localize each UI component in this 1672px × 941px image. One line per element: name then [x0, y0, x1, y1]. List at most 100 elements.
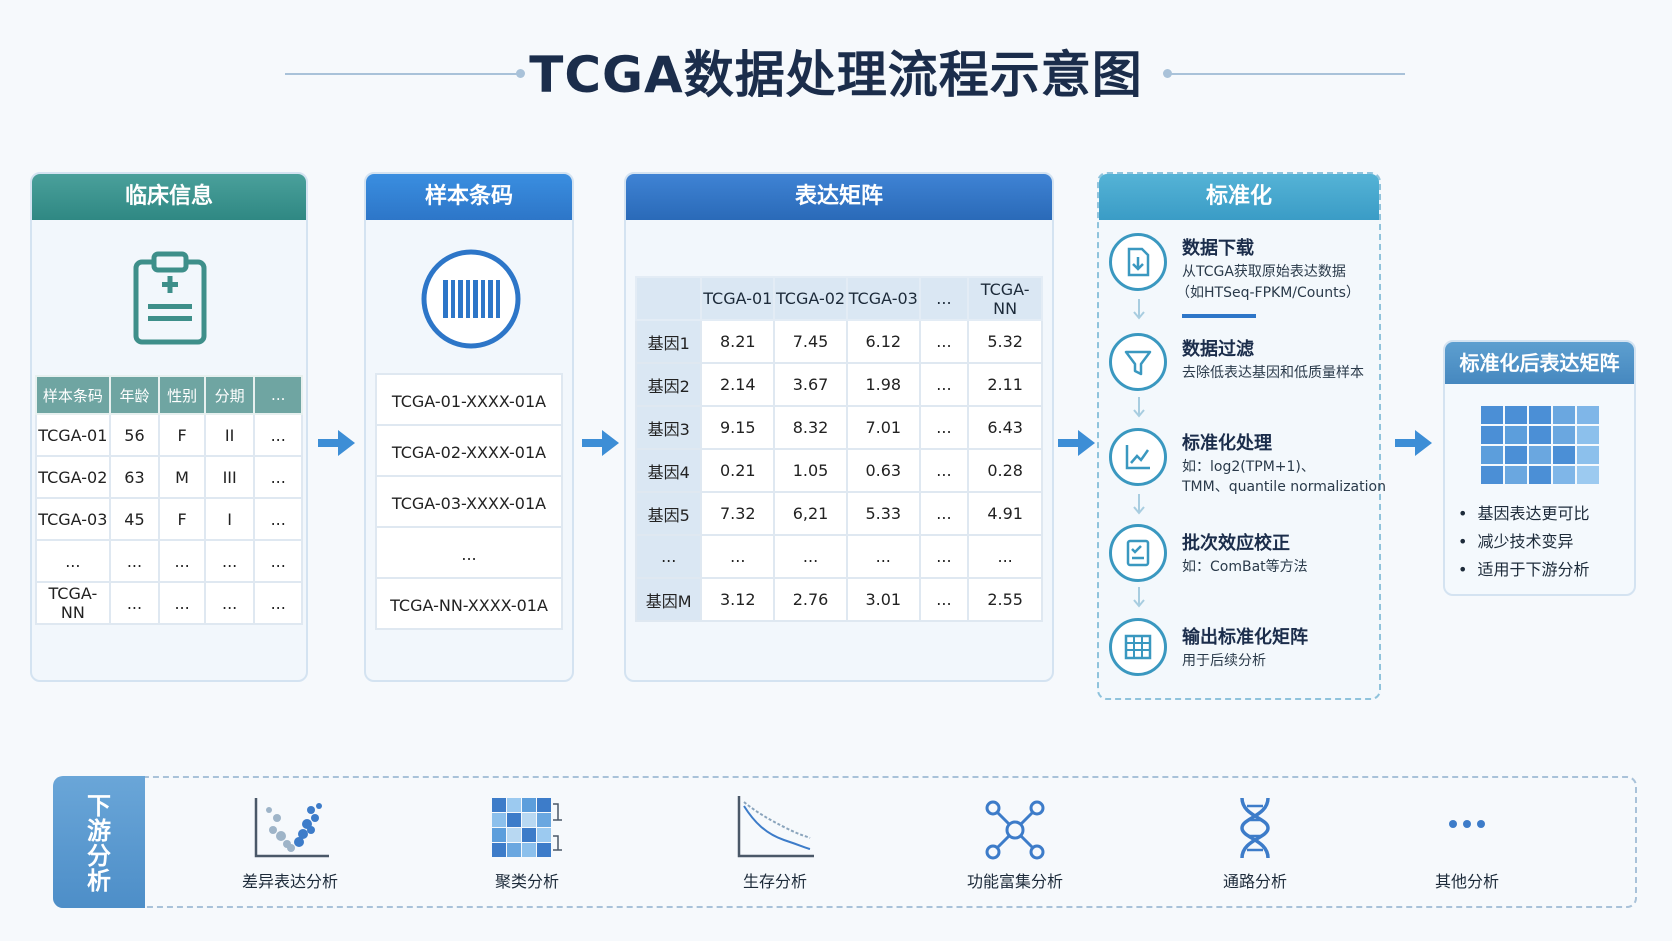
cell: III	[203, 455, 256, 499]
downstream-label: 通路分析	[1222, 872, 1287, 891]
table-row: 基因5 7.32 6,21 5.33 ... 4.91	[634, 491, 1043, 536]
result-bullet-list: 基因表达更可比 减少技术变异 适用于下游分析	[1458, 500, 1589, 584]
list-item: TCGA-NN-XXXX-01A	[375, 577, 563, 630]
cell: M	[158, 455, 206, 499]
list-item: 减少技术变异	[1458, 528, 1589, 556]
cell: TCGA-02	[35, 455, 111, 499]
title-left-dot	[516, 69, 525, 78]
row-header: 基因M	[634, 577, 703, 622]
barcode-icon	[421, 249, 521, 349]
cell: 4.91	[967, 491, 1043, 536]
arrow-down-icon	[1133, 494, 1145, 515]
cell: 9.15	[700, 405, 776, 450]
table-row: 基因M 3.12 2.76 3.01 ... 2.55	[634, 577, 1043, 622]
cell: ...	[918, 577, 970, 622]
arrow-right-icon	[582, 430, 619, 456]
cell: 2.55	[967, 577, 1043, 622]
clinical-header: 临床信息	[32, 174, 306, 220]
cell: II	[203, 413, 256, 457]
cell: 8.32	[773, 405, 848, 450]
table-row: 基因1 8.21 7.45 6.12 ... 5.32	[634, 319, 1043, 364]
cell: ...	[253, 413, 303, 457]
arrow-right-icon	[1058, 430, 1095, 456]
cell: 3.01	[845, 577, 921, 622]
list-item: 基因表达更可比	[1458, 500, 1589, 528]
cell: 7.01	[845, 405, 921, 450]
cell: ...	[918, 491, 970, 536]
cell: 7.32	[700, 491, 776, 536]
step-desc: 用于后续分析	[1182, 653, 1266, 669]
cell: ...	[158, 581, 206, 625]
row-header: 基因2	[634, 362, 703, 407]
cell: 0.63	[845, 448, 921, 493]
cell: 2.76	[773, 577, 848, 622]
downstream-label: 功能富集分析	[966, 872, 1063, 891]
arrow-right-icon	[318, 430, 355, 456]
network-icon	[985, 800, 1045, 860]
col-header: 年龄	[108, 375, 161, 415]
table-row: TCGA-NN ... ... ... ...	[35, 581, 303, 625]
list-item: 适用于下游分析	[1458, 556, 1589, 584]
col-header: TCGA-NN	[967, 276, 1043, 321]
cell: ...	[108, 539, 161, 583]
downstream-label: 其他分析	[1434, 872, 1499, 891]
survival-curve-icon	[737, 796, 814, 858]
table-icon	[1124, 634, 1152, 660]
downstream-label: 聚类分析	[494, 872, 559, 891]
more-icon	[1449, 820, 1485, 828]
cell: ...	[918, 362, 970, 407]
step-desc: 去除低表达基因和低质量样本	[1182, 365, 1364, 381]
cell: F	[158, 413, 206, 457]
cell: TCGA-01	[35, 413, 111, 457]
col-header: ...	[253, 375, 303, 415]
cell: TCGA-NN	[35, 581, 111, 625]
arrow-down-icon	[1133, 397, 1145, 418]
cell: ...	[203, 581, 256, 625]
row-header: 基因5	[634, 491, 703, 536]
clipboard-icon	[133, 251, 207, 345]
step-title: 标准化处理	[1182, 433, 1272, 454]
cell: ...	[967, 534, 1043, 579]
downstream-item: 差异表达分析	[205, 790, 375, 902]
table-row: TCGA-02 63 M III ...	[35, 455, 303, 499]
cell: 45	[108, 497, 161, 541]
cell: 6.12	[845, 319, 921, 364]
cell: TCGA-03	[35, 497, 111, 541]
cell: ...	[918, 405, 970, 450]
downstream-item: 其他分析	[1382, 790, 1552, 902]
normalization-header: 标准化	[1099, 174, 1379, 220]
list-item: TCGA-02-XXXX-01A	[375, 424, 563, 477]
downstream-item: 生存分析	[690, 790, 860, 902]
cell: F	[158, 497, 206, 541]
barcode-header: 样本条码	[366, 174, 572, 220]
cell: 7.45	[773, 319, 848, 364]
cell: 1.98	[845, 362, 921, 407]
cell: 6,21	[773, 491, 848, 536]
download-doc-icon	[1127, 247, 1150, 277]
step-desc: （如HTSeq-FPKM/Counts）	[1176, 285, 1360, 301]
list-item: TCGA-01-XXXX-01A	[375, 373, 563, 426]
table-row: TCGA-01 56 F II ...	[35, 413, 303, 457]
col-header: 性别	[158, 375, 206, 415]
col-header: 样本条码	[35, 375, 111, 415]
row-header: 基因4	[634, 448, 703, 493]
cell: 63	[108, 455, 161, 499]
cell: 5.33	[845, 491, 921, 536]
step-icon-circle	[1109, 428, 1167, 486]
table-row: ... ... ... ... ...	[35, 539, 303, 583]
title-left-line	[285, 73, 520, 75]
step-icon-circle	[1109, 233, 1167, 291]
downstream-label: 差异表达分析	[241, 872, 338, 891]
row-header: ...	[634, 534, 703, 579]
step-title: 数据过滤	[1182, 339, 1254, 360]
result-header: 标准化后表达矩阵	[1445, 342, 1634, 384]
cell: 8.21	[700, 319, 776, 364]
cell: ...	[108, 581, 161, 625]
cell: 3.67	[773, 362, 848, 407]
col-header: TCGA-02	[773, 276, 848, 321]
cell: ...	[253, 455, 303, 499]
col-header: 分期	[203, 375, 256, 415]
cell: ...	[203, 539, 256, 583]
arrow-down-icon	[1133, 587, 1145, 608]
cell: ...	[35, 539, 111, 583]
